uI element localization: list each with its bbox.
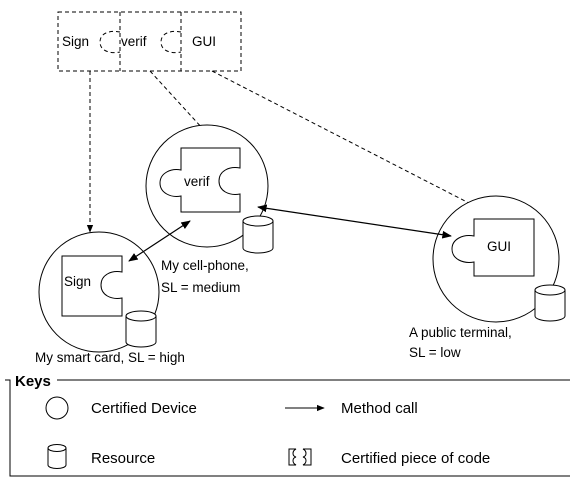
resource-icon	[125, 310, 157, 348]
certified-code-icon	[288, 448, 312, 466]
keys-legend: Keys Certified Device Method call Resour…	[5, 373, 570, 477]
puzzle-piece-gui	[451, 218, 535, 277]
resource-icon	[534, 284, 566, 322]
bar-label-sign: Sign	[62, 34, 89, 49]
bar-label-verif: verif	[121, 34, 147, 49]
bar-label-gui: GUI	[192, 34, 216, 49]
piece-label-sign: Sign	[64, 274, 91, 289]
method-call-arrow-card-phone	[128, 220, 191, 262]
certified-device-icon	[45, 396, 69, 420]
device-cell-phone: verif My cell-phone, SL = medium	[145, 124, 274, 295]
dashed-socket-2	[160, 30, 182, 54]
puzzle-piece-verif	[159, 147, 241, 213]
caption-smart-card: My smart card, SL = high	[35, 350, 185, 365]
key-method-call: Method call	[341, 400, 418, 417]
key-certified-code: Certified piece of code	[341, 450, 490, 467]
piece-label-verif: verif	[184, 174, 210, 189]
deploy-arrow-gui	[211, 70, 503, 221]
key-certified-device: Certified Device	[91, 400, 197, 417]
piece-label-gui: GUI	[487, 239, 511, 254]
method-call-arrow-phone-terminal	[257, 204, 452, 239]
caption-cell-phone-line1: My cell-phone,	[161, 258, 249, 273]
device-smart-card: Sign My smart card, SL = high	[35, 231, 185, 365]
keys-title: Keys	[15, 373, 51, 390]
caption-terminal-line1: A public terminal,	[409, 325, 512, 340]
caption-cell-phone-line2: SL = medium	[161, 280, 240, 295]
key-resource: Resource	[91, 450, 155, 467]
caption-terminal-line2: SL = low	[409, 345, 461, 360]
puzzle-piece-sign	[61, 255, 123, 317]
dashed-socket-1	[99, 30, 121, 54]
resource-icon	[242, 215, 274, 254]
resource-key-icon	[47, 444, 67, 469]
device-public-terminal: GUI A public terminal, SL = low	[409, 195, 566, 360]
component-bar: Sign verif GUI	[57, 11, 242, 72]
